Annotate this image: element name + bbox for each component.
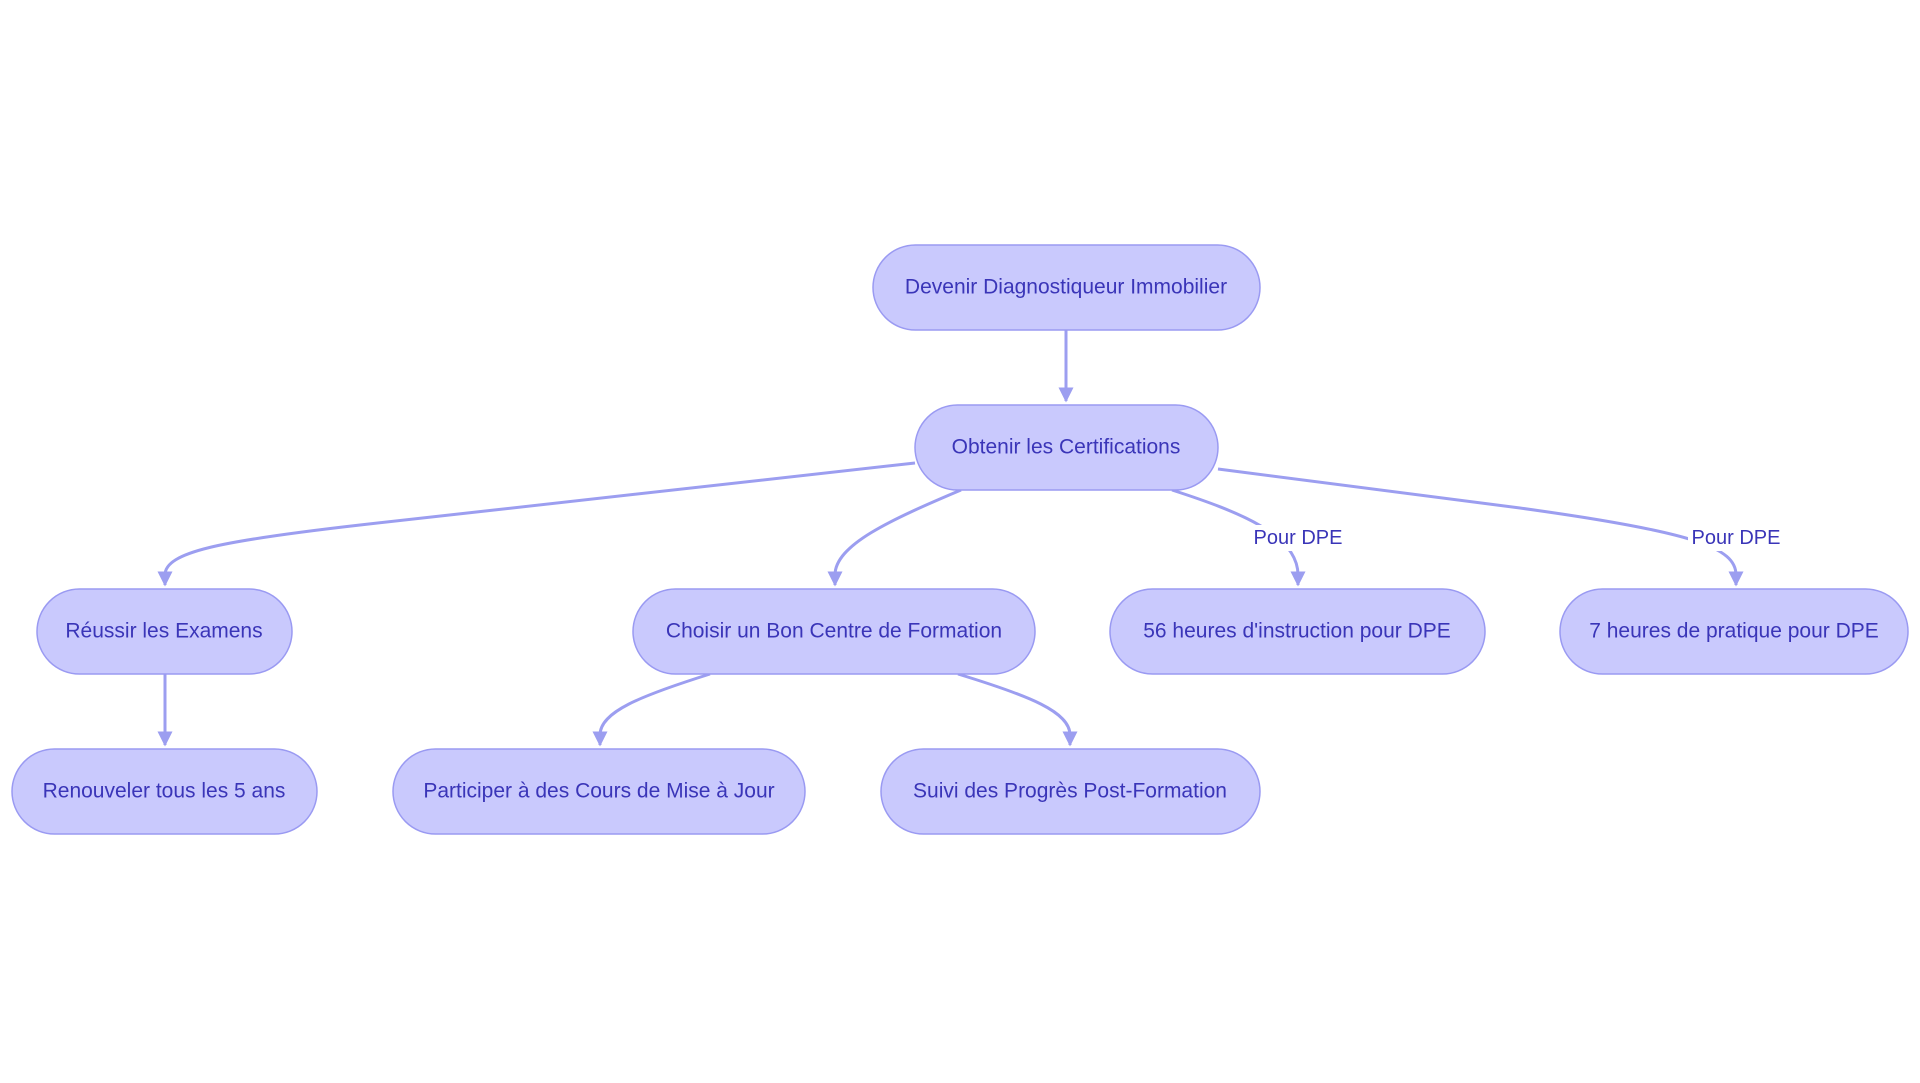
edge-label-dpe-2-text: Pour DPE: [1692, 527, 1781, 549]
node-center: Choisir un Bon Centre de Formation: [632, 588, 1036, 675]
edges: [157, 330, 1744, 747]
node-center-label: Choisir un Bon Centre de Formation: [666, 620, 1002, 643]
node-renew: Renouveler tous les 5 ans: [11, 748, 318, 835]
node-progress-label: Suivi des Progrès Post-Formation: [913, 780, 1227, 803]
node-courses-label: Participer à des Cours de Mise à Jour: [423, 780, 774, 803]
edge-center-to-courses: [592, 672, 711, 747]
edge-certifications-to-center: [827, 488, 962, 587]
node-root: Devenir Diagnostiqueur Immobilier: [872, 244, 1261, 331]
node-hours7-label: 7 heures de pratique pour DPE: [1589, 620, 1879, 643]
node-certifications: Obtenir les Certifications: [914, 404, 1219, 491]
edge-label-dpe-2: Pour DPE: [1688, 525, 1784, 551]
edge-label-dpe-1-text: Pour DPE: [1254, 527, 1343, 549]
node-progress: Suivi des Progrès Post-Formation: [880, 748, 1261, 835]
node-root-label: Devenir Diagnostiqueur Immobilier: [905, 276, 1227, 299]
edge-center-to-progress: [957, 672, 1078, 747]
edge-label-dpe-1: Pour DPE: [1250, 525, 1346, 551]
node-hours56: 56 heures d'instruction pour DPE: [1109, 588, 1486, 675]
node-exams-label: Réussir les Examens: [65, 620, 262, 643]
edge-certifications-to-exams: [157, 461, 916, 587]
node-exams: Réussir les Examens: [36, 588, 293, 675]
node-renew-label: Renouveler tous les 5 ans: [43, 780, 286, 803]
node-hours56-label: 56 heures d'instruction pour DPE: [1143, 620, 1451, 643]
node-hours7: 7 heures de pratique pour DPE: [1559, 588, 1909, 675]
node-courses: Participer à des Cours de Mise à Jour: [392, 748, 806, 835]
node-certifications-label: Obtenir les Certifications: [952, 436, 1181, 459]
